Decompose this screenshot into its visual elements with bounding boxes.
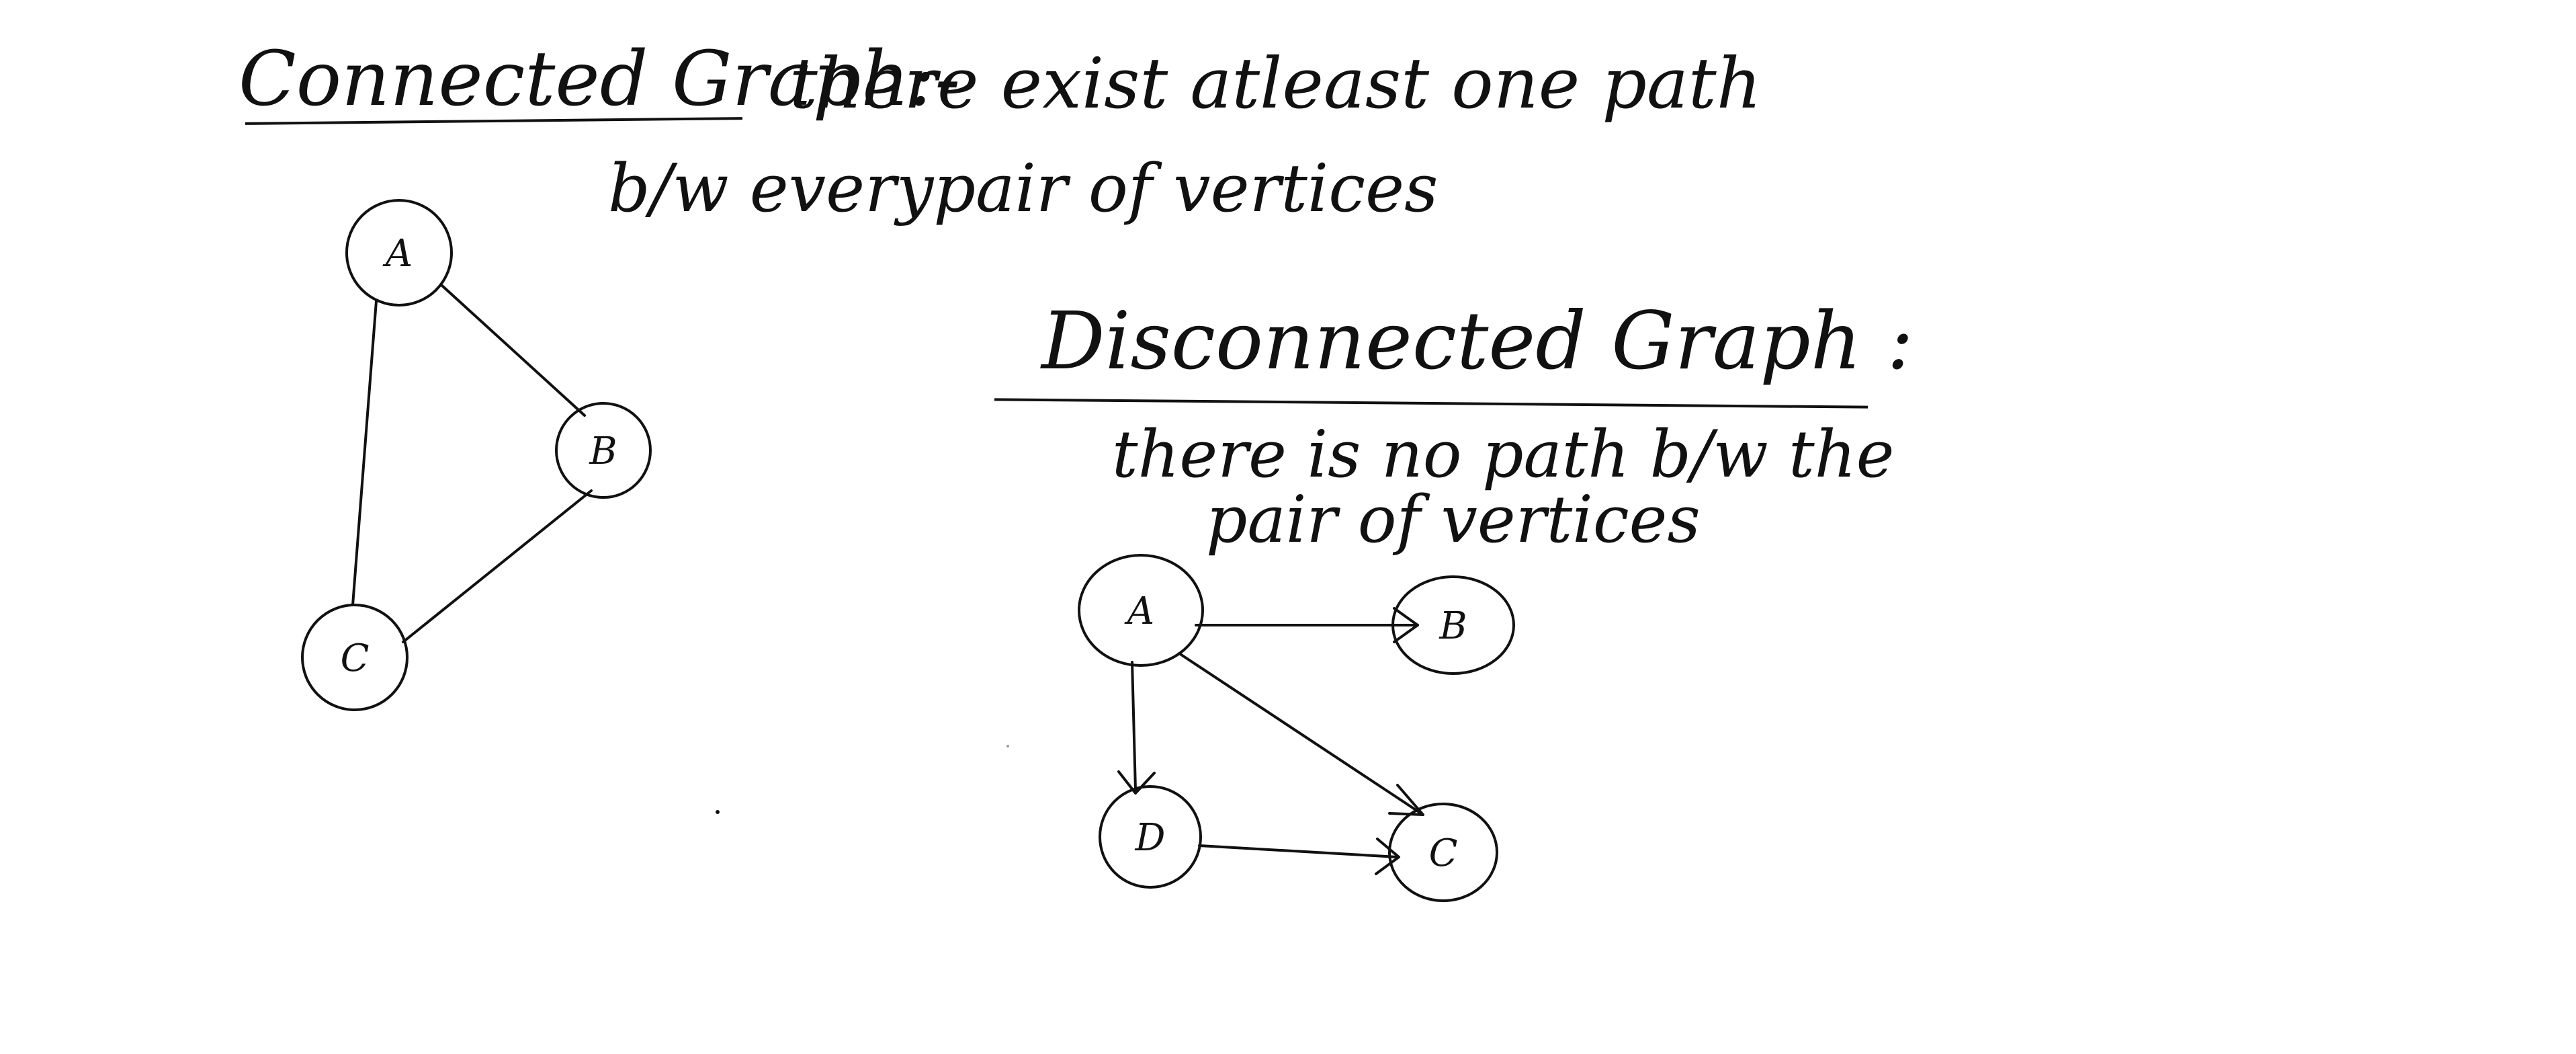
connected-node-c-label: C	[341, 637, 370, 680]
connected-node-c: C	[301, 604, 409, 711]
connected-node-b: B	[555, 402, 652, 499]
directed-edge-a-c-arrowhead	[1388, 784, 1424, 816]
directed-node-c-label: C	[1429, 832, 1458, 875]
disconnected-graph-definition-line1: there is no path b/w the	[1112, 417, 1895, 492]
connected-edge-b-c	[402, 489, 593, 643]
connected-node-b-label: B	[589, 430, 617, 473]
connected-node-a-label: A	[382, 232, 413, 276]
connected-graph-definition-line2: b/w everypair of vertices	[608, 151, 1439, 227]
directed-edge-d-c-arrowhead	[1375, 838, 1400, 875]
directed-node-d: D	[1099, 785, 1202, 889]
disconnected-graph-definition-line2: pair of vertices	[1206, 482, 1701, 557]
stray-dot-2	[1006, 745, 1009, 747]
disconnected-graph-title: Disconnected Graph :	[1041, 294, 1914, 387]
connected-graph-definition-line1: there exist atleast one path	[789, 42, 1762, 124]
directed-node-d-label: D	[1135, 816, 1166, 860]
directed-edge-a-b-arrowhead	[1393, 607, 1419, 643]
directed-node-c: C	[1388, 803, 1498, 902]
directed-node-b-label: B	[1439, 604, 1467, 648]
connected-edge-a-b	[441, 284, 586, 417]
directed-node-a: A	[1078, 554, 1204, 667]
directed-edge-d-c	[1198, 844, 1399, 858]
connected-graph-title: Connected Graph:-	[239, 36, 961, 123]
connected-edge-a-c	[351, 300, 378, 606]
directed-edge-a-d-arrowhead	[1117, 770, 1156, 795]
directed-edge-a-c	[1178, 652, 1424, 816]
directed-node-b: B	[1391, 575, 1515, 675]
directed-edge-a-d	[1131, 661, 1137, 791]
connected-node-a: A	[345, 199, 453, 307]
stray-dot-1	[716, 810, 720, 814]
directed-node-a-label: A	[1124, 590, 1154, 633]
